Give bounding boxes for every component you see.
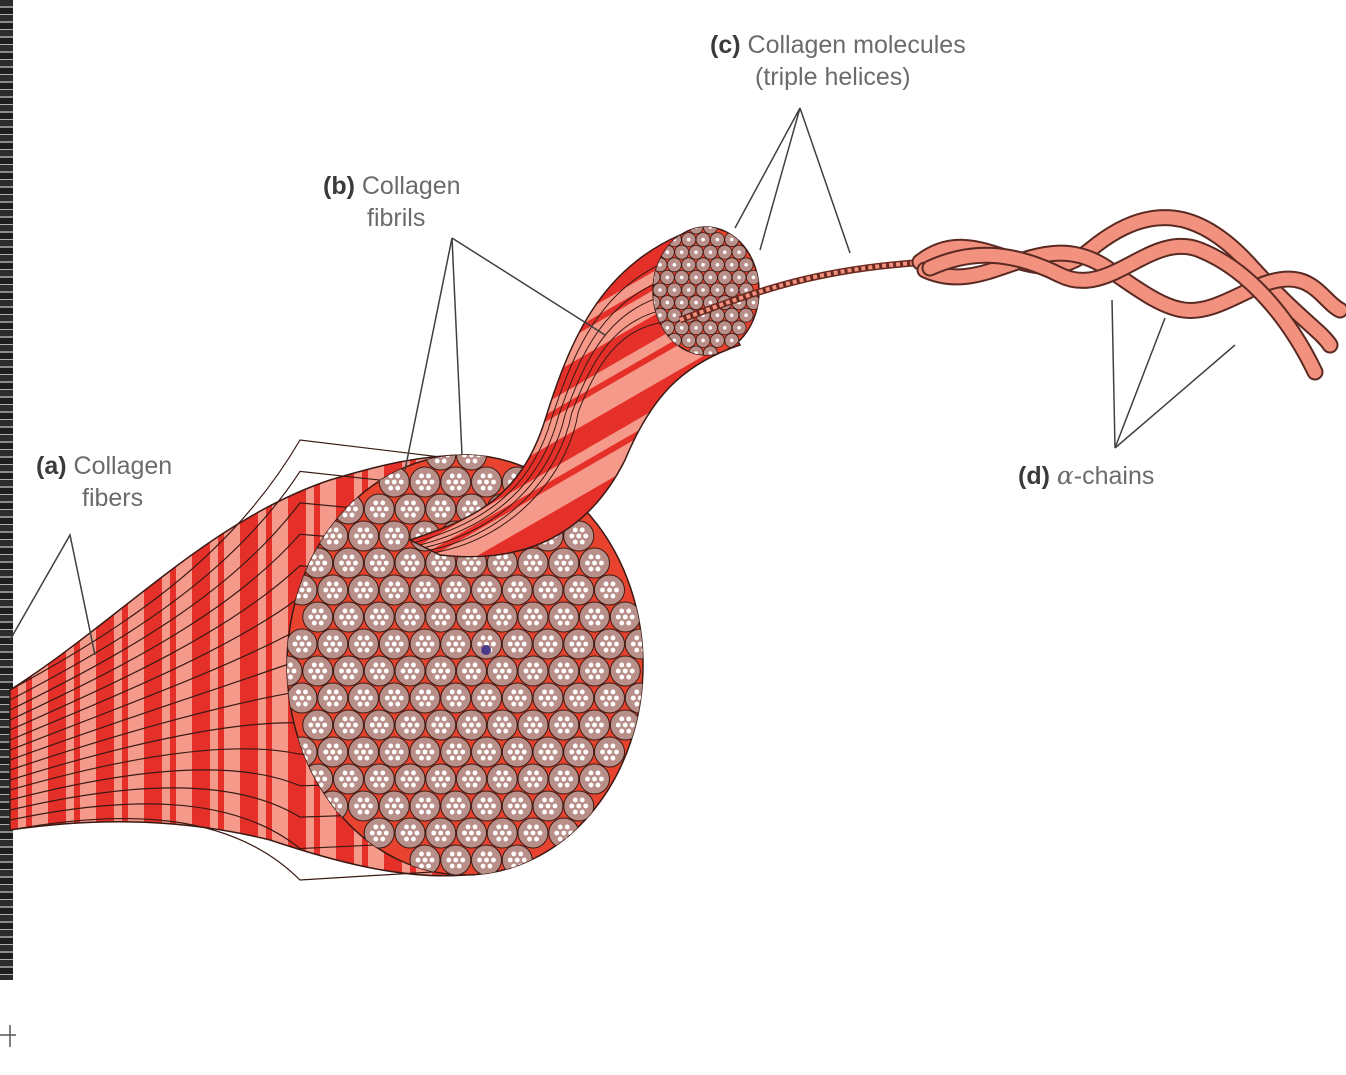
label-b-line1: Collagen [362, 172, 461, 200]
label-c-collagen-molecules: (c) Collagen molecules (triple helices) [710, 29, 966, 93]
label-a-collagen-fibers: (a) Collagen fibers [36, 450, 172, 514]
label-d-line1: -chains [1074, 462, 1155, 490]
label-a-tag: (a) [36, 452, 67, 480]
label-c-line2: (triple helices) [710, 63, 911, 91]
alpha-chain-triple-helix [920, 218, 1340, 372]
label-b-collagen-fibrils: (b) Collagen fibrils [323, 170, 461, 234]
label-d-greek: α [1057, 461, 1074, 490]
label-a-line2: fibers [36, 484, 143, 512]
crop-mark [0, 1025, 16, 1047]
label-d-alpha-chains: (d) α-chains [1018, 460, 1154, 492]
label-c-tag: (c) [710, 31, 741, 59]
speck-mark [481, 645, 491, 655]
label-b-line2: fibrils [323, 204, 425, 232]
label-d-tag: (d) [1018, 462, 1050, 490]
label-b-tag: (b) [323, 172, 355, 200]
label-a-line1: Collagen [74, 452, 173, 480]
label-c-line1: Collagen molecules [748, 31, 966, 59]
